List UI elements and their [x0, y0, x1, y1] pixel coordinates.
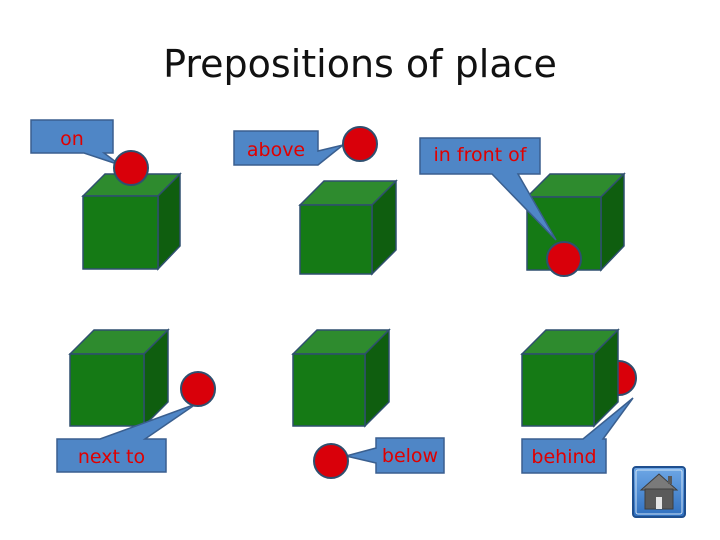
ball-below — [313, 443, 349, 479]
ball-in-front-of — [546, 241, 582, 277]
ball-next-to — [180, 371, 216, 407]
label-in-front-of: in front of — [433, 144, 527, 166]
callout-in-front-of — [419, 137, 557, 241]
home-icon — [639, 473, 679, 510]
scene-on — [30, 119, 182, 271]
ball-above — [342, 126, 378, 162]
cube-behind — [520, 328, 620, 428]
home-button[interactable] — [632, 466, 686, 518]
label-below: below — [381, 445, 439, 467]
scene-next-to — [56, 328, 216, 473]
scene-below — [291, 328, 445, 479]
callout-behind — [521, 397, 634, 474]
cube-on — [81, 172, 182, 271]
scene-behind — [520, 328, 637, 474]
label-behind: behind — [531, 446, 597, 468]
scene-above — [233, 126, 398, 276]
cube-next-to — [68, 328, 170, 428]
callout-below — [345, 437, 445, 474]
cube-below — [291, 328, 391, 428]
label-above: above — [246, 139, 306, 161]
cube-above — [298, 179, 398, 276]
slide-title: Prepositions of place — [163, 42, 557, 86]
scene-in-front-of — [419, 137, 626, 277]
callout-next-to — [56, 403, 197, 473]
callout-on — [30, 119, 121, 166]
cube-in-front-of — [525, 172, 626, 272]
ball-on — [113, 150, 149, 186]
label-on: on — [60, 128, 84, 150]
label-next-to: next to — [77, 446, 146, 468]
